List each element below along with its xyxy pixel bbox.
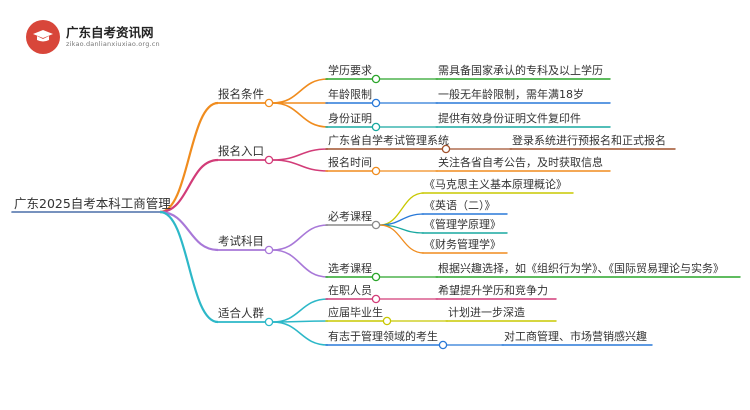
child-3-2-node <box>438 340 448 350</box>
child-3-1-label: 应届毕业生 <box>328 305 383 319</box>
leaf-0-1-label: 一般无年龄限制，需年满18岁 <box>438 87 584 101</box>
branch-1-label: 报名入口 <box>218 144 264 158</box>
branch-2-node <box>264 245 274 255</box>
child-2-0-node <box>371 220 381 230</box>
mindmap-nodes: 广东2025自考本科工商管理 报名条件 学历要求 需具备国家承认的专科及以上学历年龄限… <box>14 63 724 350</box>
child-1-1-label: 报名时间 <box>328 155 372 169</box>
child-link <box>272 102 329 128</box>
child-2-1-label: 选考课程 <box>328 262 372 275</box>
leaf-3-1-label: 计划进一步深造 <box>448 305 525 319</box>
child-1-0-label: 广东省自学考试管理系统 <box>328 133 449 147</box>
leaf-2-1-label: 根据兴趣选择，如《组织行为学》、《国际贸易理论与实务》 <box>438 261 724 275</box>
logo-url: zikao.danlianxiuxiao.org.cn <box>66 40 160 48</box>
child-0-1-label: 年龄限制 <box>328 87 372 101</box>
child-3-1-node <box>382 316 392 326</box>
logo-emblem <box>26 20 60 54</box>
child-link <box>272 159 329 172</box>
branch-3-node <box>264 317 274 327</box>
child-3-2-label: 有志于管理领域的考生 <box>328 329 438 343</box>
graduation-cap-icon <box>33 30 53 42</box>
branch-link <box>159 210 219 324</box>
leaf-1-1-label: 关注各省自考公告，及时获取信息 <box>438 155 603 169</box>
root-topic: 广东2025自考本科工商管理 <box>14 196 171 211</box>
leaf-3-0-label: 希望提升学历和竞争力 <box>438 283 548 297</box>
leaf-1-0-label: 登录系统进行预报名和正式报名 <box>512 133 666 147</box>
branch-0-label: 报名条件 <box>218 87 264 101</box>
leaf-3-2-label: 对工商管理、市场营销感兴趣 <box>504 329 647 343</box>
child-2-1-node <box>371 272 381 282</box>
child-link <box>272 321 329 346</box>
sub-2-label: 《管理学原理》 <box>424 217 501 231</box>
leaf-0-0-label: 需具备国家承认的专科及以上学历 <box>438 63 603 77</box>
mindmap-links <box>11 78 741 346</box>
leaf-0-2-label: 提供有效身份证明文件复印件 <box>438 111 581 125</box>
sub-link <box>379 224 425 254</box>
child-link <box>272 249 329 278</box>
child-0-2-label: 身份证明 <box>328 111 372 125</box>
branch-link <box>159 210 219 252</box>
child-link <box>272 224 329 251</box>
branch-0-node <box>264 98 274 108</box>
child-link <box>272 298 329 323</box>
branch-3-label: 适合人群 <box>218 306 264 320</box>
child-2-0-label: 必考课程 <box>328 210 372 223</box>
site-logo: 广东自考资讯网 zikao.danlianxiuxiao.org.cn <box>26 20 176 56</box>
branch-link <box>159 158 219 214</box>
sub-1-label: 《英语（二）》 <box>424 198 496 212</box>
child-0-2-node <box>371 122 381 132</box>
branch-link <box>159 101 219 214</box>
child-1-0-node <box>441 144 451 154</box>
child-link <box>272 148 329 161</box>
sub-0-label: 《马克思主义基本原理概论》 <box>424 177 567 191</box>
sub-3-label: 《财务管理学》 <box>424 237 501 251</box>
child-0-1-node <box>371 98 381 108</box>
child-1-1-node <box>371 166 381 176</box>
child-0-0-label: 学历要求 <box>328 63 372 77</box>
branch-1-node <box>264 155 274 165</box>
child-3-0-label: 在职人员 <box>328 284 372 297</box>
branch-2-label: 考试科目 <box>218 234 264 248</box>
child-link <box>272 78 329 104</box>
child-0-0-node <box>371 74 381 84</box>
child-3-0-node <box>371 294 381 304</box>
logo-title: 广东自考资讯网 <box>66 25 154 40</box>
